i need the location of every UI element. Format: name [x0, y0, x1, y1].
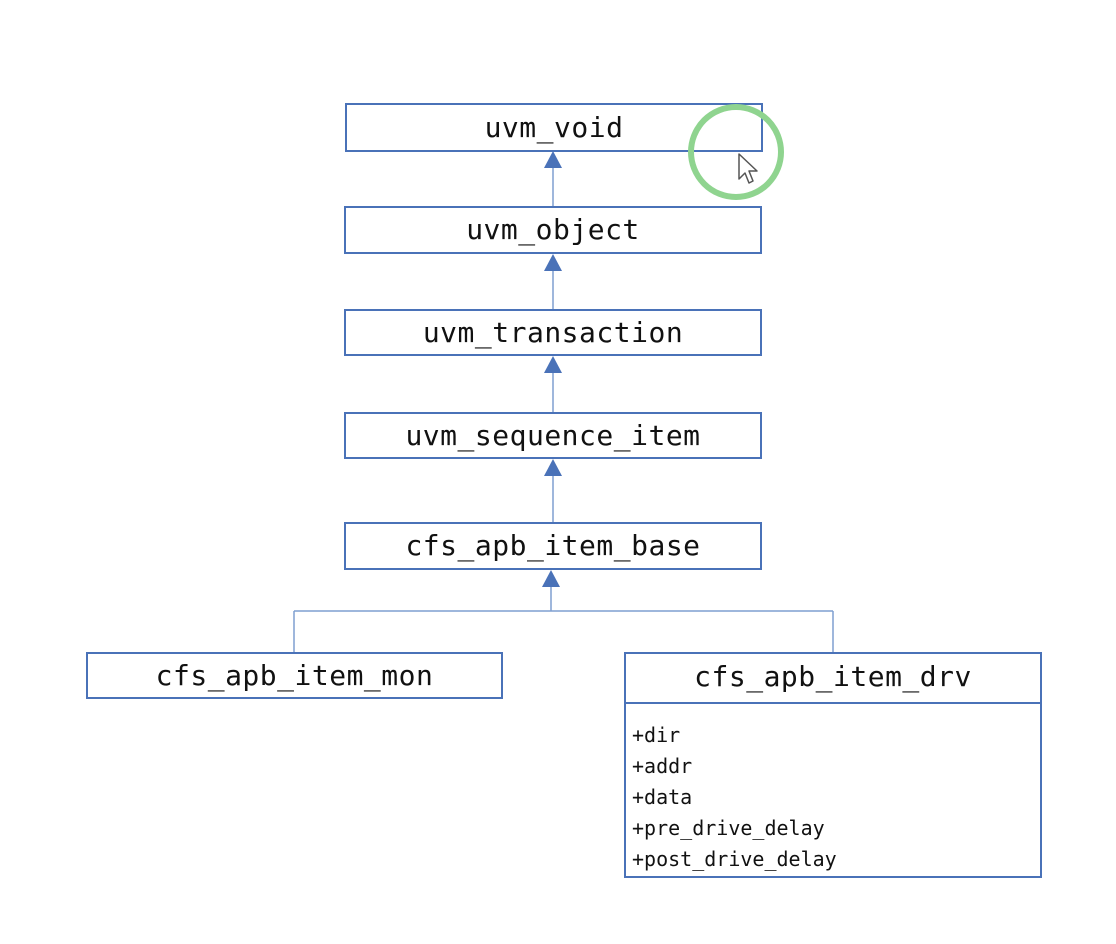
attribute-pre-drive-delay: +pre_drive_delay — [632, 816, 825, 840]
class-box-uvm-transaction: uvm_transaction — [344, 309, 762, 356]
inheritance-arrowhead — [544, 356, 562, 373]
inheritance-arrowhead — [544, 254, 562, 271]
attribute-dir: +dir — [632, 723, 681, 747]
class-box-cfs-apb-item-mon: cfs_apb_item_mon — [86, 652, 503, 699]
cursor-highlight-ring — [688, 104, 784, 200]
class-name: uvm_void — [484, 111, 624, 144]
class-name: uvm_sequence_item — [405, 419, 701, 452]
attribute-post-drive-delay: +post_drive_delay — [632, 847, 837, 871]
class-box-cfs-apb-item-drv: cfs_apb_item_drv +dir +addr +data +pre_d… — [624, 652, 1042, 878]
attribute-addr: +addr — [632, 754, 693, 778]
class-name: cfs_apb_item_mon — [155, 659, 434, 692]
inheritance-arrowhead — [544, 459, 562, 476]
attribute-data: +data — [632, 785, 693, 809]
attribute-list: +dir +addr +data +pre_drive_delay +post_… — [626, 702, 1040, 876]
inheritance-arrowhead — [544, 151, 562, 168]
class-box-cfs-apb-item-base: cfs_apb_item_base — [344, 522, 762, 570]
class-box-uvm-sequence-item: uvm_sequence_item — [344, 412, 762, 459]
class-name: cfs_apb_item_base — [405, 529, 701, 562]
class-name: cfs_apb_item_drv — [694, 660, 972, 693]
mouse-pointer-icon — [738, 153, 758, 184]
class-box-uvm-object: uvm_object — [344, 206, 762, 254]
inheritance-arrowhead — [542, 570, 560, 587]
class-name: uvm_object — [466, 213, 640, 246]
class-name: uvm_transaction — [422, 316, 684, 349]
